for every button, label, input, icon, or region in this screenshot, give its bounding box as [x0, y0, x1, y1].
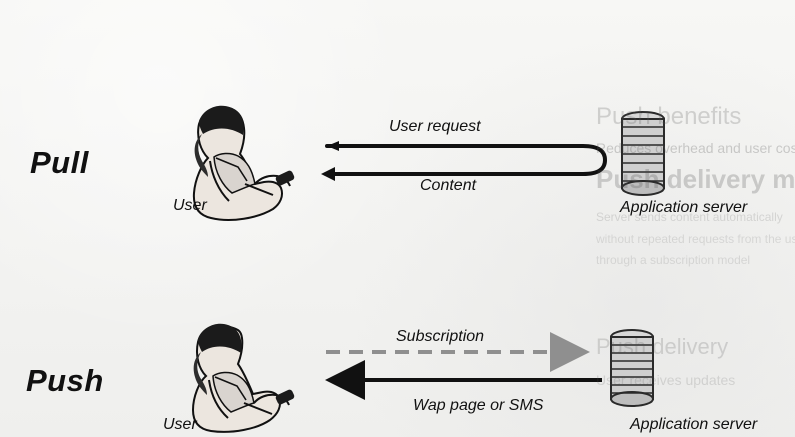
content-label: Content	[420, 177, 477, 194]
background-ghost-text-4: Server sends content automatically	[596, 210, 783, 224]
background-ghost-text-7: Push delivery	[596, 334, 729, 359]
wap-or-sms-label: Wap page or SMS	[413, 397, 544, 414]
user-figure-bottom	[191, 323, 295, 433]
user-request-label: User request	[389, 118, 481, 135]
response-arrowhead	[321, 167, 335, 181]
request-arrow-tail	[327, 141, 339, 151]
pull-server-label: Application server	[620, 199, 748, 216]
server-top	[621, 111, 665, 196]
background-ghost-text-5: without repeated requests from the user	[596, 232, 795, 246]
pull-title: Pull	[30, 145, 89, 180]
background-ghost-text-1: Push benefits	[596, 103, 742, 130]
subscription-label: Subscription	[396, 328, 485, 345]
user-figure-top	[192, 105, 295, 221]
server-bottom	[610, 329, 654, 407]
push-user-label: User	[163, 416, 197, 433]
background-ghost-text-3: Push delivery model	[596, 164, 795, 194]
background-ghost-text-2: Reduces overhead and user costs	[596, 140, 795, 156]
pull-user-label: User	[173, 197, 207, 214]
push-arrows	[325, 332, 602, 400]
push-server-label: Application server	[630, 416, 758, 433]
push-title: Push	[26, 363, 104, 398]
request-arrow	[324, 144, 607, 176]
background-ghost-text-8: User receives updates	[596, 372, 736, 388]
background-ghost-text-6: through a subscription model	[596, 253, 751, 267]
pull-arrows	[321, 141, 607, 181]
